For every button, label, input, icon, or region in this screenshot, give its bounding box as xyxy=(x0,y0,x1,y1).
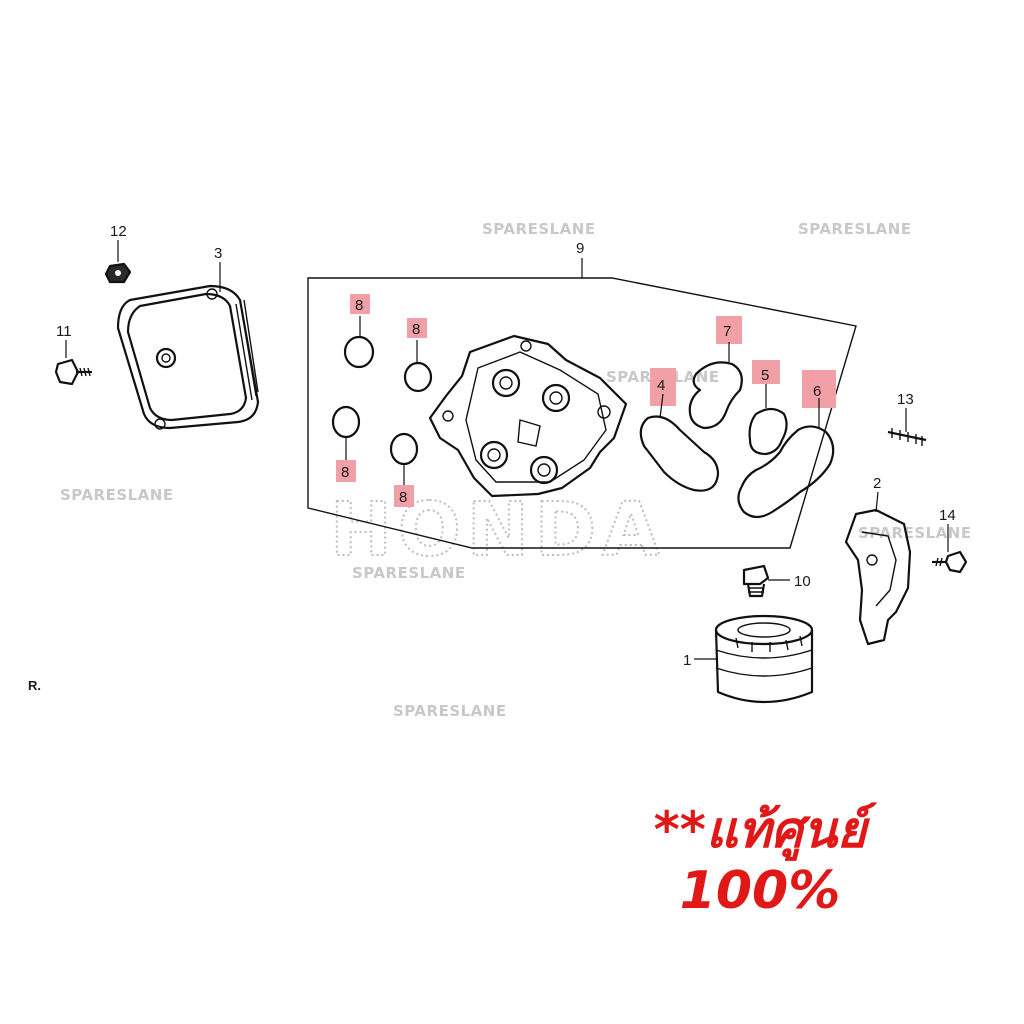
callout-2: 2 xyxy=(873,475,881,492)
genuine-parts-promo: **แท้ศูนย์ 100% xyxy=(600,800,920,922)
callout-4: 4 xyxy=(657,377,665,394)
promo-line-percent: 100% xyxy=(679,861,841,921)
highlight-7 xyxy=(716,316,742,344)
callout-6: 6 xyxy=(813,383,821,400)
o-ring-2 xyxy=(403,361,433,393)
part-10-bolt xyxy=(742,564,770,598)
callout-5: 5 xyxy=(761,367,769,384)
corner-mark: R. xyxy=(28,678,41,693)
highlight-8c xyxy=(336,460,356,482)
callout-8a: 8 xyxy=(355,297,363,314)
callout-8b: 8 xyxy=(412,321,420,338)
callout-3: 3 xyxy=(214,245,222,262)
o-ring-3 xyxy=(331,405,361,439)
part-8-o-rings xyxy=(331,335,433,466)
part-4-gasket xyxy=(639,415,720,492)
callout-10: 10 xyxy=(794,573,811,590)
callout-9: 9 xyxy=(576,240,584,257)
callout-11: 11 xyxy=(56,323,72,340)
highlight-8b xyxy=(407,318,427,338)
part-3-oil-cooler xyxy=(116,284,260,430)
callout-13: 13 xyxy=(897,391,914,408)
spareslane-watermark-7: SPARESLANE xyxy=(858,524,972,542)
callout-8c: 8 xyxy=(341,464,349,481)
honda-watermark: HONDA xyxy=(330,487,665,573)
callout-labels: 12 3 11 9 8 8 8 8 4 7 5 6 13 2 14 10 1 R… xyxy=(28,223,956,693)
highlight-8d xyxy=(394,485,414,507)
part-2-bracket xyxy=(844,508,912,646)
spareslane-watermark-5: SPARESLANE xyxy=(352,564,466,582)
highlight-8a xyxy=(350,294,370,314)
part-9-cooler-housing xyxy=(428,334,628,498)
part-5-gasket xyxy=(748,407,788,456)
highlight-5 xyxy=(752,360,780,384)
kit-boundary-outline xyxy=(307,277,857,549)
part-7-gasket xyxy=(688,361,743,430)
promo-line-genuine: **แท้ศูนย์ xyxy=(653,801,867,859)
callout-12: 12 xyxy=(110,223,127,240)
callout-7: 7 xyxy=(723,323,731,340)
part-14-bolt xyxy=(932,550,968,574)
o-ring-1 xyxy=(343,335,375,369)
part-11-bolt xyxy=(54,358,92,386)
spareslane-watermark-1: SPARESLANE xyxy=(482,220,596,238)
callout-highlights xyxy=(336,294,836,507)
part-13-stud xyxy=(887,428,927,446)
callout-1: 1 xyxy=(683,652,691,669)
part-1-oil-filter xyxy=(714,614,814,704)
part-12-nut xyxy=(104,262,132,284)
watermark-group: HONDA SPARESLANE SPARESLANE SPARESLANE S… xyxy=(60,220,972,720)
spareslane-watermark-4: SPARESLANE xyxy=(60,486,174,504)
callout-14: 14 xyxy=(939,507,956,524)
spareslane-watermark-6: SPARESLANE xyxy=(393,702,507,720)
leader-lines xyxy=(65,240,949,660)
highlight-4 xyxy=(650,368,676,406)
o-ring-4 xyxy=(389,432,419,466)
callout-8d: 8 xyxy=(399,489,407,506)
part-6-gasket xyxy=(737,425,835,519)
spareslane-watermark-2: SPARESLANE xyxy=(798,220,912,238)
